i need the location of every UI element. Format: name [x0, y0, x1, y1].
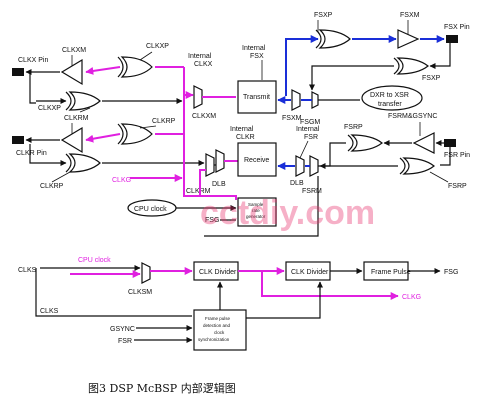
dlb-mux-left [205, 153, 215, 177]
fp-det-label-2: detection and [203, 323, 231, 328]
clkrm-mux-label: CLKRM [186, 188, 211, 195]
fsg-top-label: FSG [205, 217, 219, 224]
clkxp-top-label: CLKXP [146, 43, 169, 50]
clkrp-xor-gate-bottom [65, 153, 101, 173]
sample-label-3: generator [246, 214, 266, 219]
clks-bottom-label: CLKS [40, 308, 59, 315]
watermark: cctdiy.com [200, 194, 375, 232]
internal-fsx-label-1: Internal [242, 45, 266, 52]
clk-divider-2-label: CLK Divider [291, 269, 329, 276]
fsg-bottom-label: FSG [444, 269, 458, 276]
clkxm-mux-label: CLKXM [192, 113, 216, 120]
fsrm-mux [309, 155, 319, 177]
clkg-top-label: CLKG [112, 177, 131, 184]
fsxp-right-label: FSXP [422, 75, 441, 82]
fsxm-top-label: FSXM [400, 12, 420, 19]
clkr-pin [12, 136, 24, 144]
clkxp-xor-gate-top [117, 56, 153, 78]
receive-label: Receive [244, 157, 269, 164]
internal-fsr-label-1: Internal [296, 126, 320, 133]
internal-clkr-label-2: CLKR [236, 134, 255, 141]
clkrm-mux [215, 149, 225, 173]
gsync-label: GSYNC [110, 326, 135, 333]
fsxp-xor-gate-top [315, 29, 351, 49]
clkx-pin [12, 68, 24, 76]
fsrm-gsync-label: FSRM&GSYNC [388, 113, 437, 120]
clkxm-mux [193, 85, 203, 109]
clksm-mux [141, 262, 151, 284]
dlb-mux-right [295, 155, 305, 177]
internal-clkr-label-1: Internal [230, 126, 254, 133]
dxr-label-2: transfer [378, 101, 402, 108]
dlb-right-label: DLB [290, 180, 304, 187]
clkx-pin-label: CLKX Pin [18, 57, 48, 64]
fsrp-top-label: FSRP [344, 124, 363, 131]
sample-label-2: rate [252, 208, 260, 213]
cpu-clock-bottom-label: CPU clock [78, 257, 111, 264]
fsr-buffer [412, 132, 435, 154]
dxr-label-1: DXR to XSR [370, 92, 409, 99]
clksm-label: CLKSM [128, 289, 152, 296]
internal-fsr-label-2: FSR [304, 134, 318, 141]
internal-fsx-label-2: FSX [250, 53, 264, 60]
fsgm-label: FSGM [300, 119, 320, 126]
clkrp-top-label: CLKRP [152, 118, 176, 125]
sample-label-1: Sample [248, 202, 264, 207]
dlb-left-label: DLB [212, 181, 226, 188]
figure-caption: 图3 DSP McBSP 内部逻辑图 [88, 381, 236, 395]
clkr-pin-label: CLKR Pin [16, 150, 47, 157]
frame-pulse-detection-block [193, 309, 247, 351]
fsrm-label: FSRM [302, 188, 322, 195]
fsr-pin [444, 139, 456, 147]
fsrp-xor-gate-bottom [399, 157, 435, 175]
clkrp-bottom-label: CLKRP [40, 183, 64, 190]
clkxm-label: CLKXM [62, 47, 86, 54]
fsxp-top-label: FSXP [314, 12, 333, 19]
clks-top-label: CLKS [18, 267, 37, 274]
fsr-bottom-label: FSR [118, 338, 132, 345]
fp-det-label-4: synchronization [198, 337, 230, 342]
fsrp-xor-gate-top [347, 134, 383, 152]
clkrm-label: CLKRM [64, 115, 89, 122]
transmit-block [237, 80, 277, 114]
fsx-pin [446, 35, 458, 43]
transmit-label: Transmit [243, 94, 270, 101]
fsx-buffer [397, 29, 420, 49]
cpu-clock-top-label: CPU clock [134, 206, 167, 213]
clkrp-xor-gate-top [117, 123, 153, 145]
sample-rate-generator-block [237, 197, 277, 227]
fp-det-label-1: Frame pulse [205, 316, 231, 321]
fsrp-bottom-label: FSRP [448, 183, 467, 190]
clk-divider-1-label: CLK Divider [199, 269, 237, 276]
clkxp-xor-gate-mid [65, 91, 101, 111]
fsx-pin-label: FSX Pin [444, 24, 470, 31]
internal-clkx-label-1: Internal [188, 53, 212, 60]
fsgm-mux [311, 91, 319, 109]
receive-block [237, 142, 277, 177]
fp-det-label-3: clock [214, 330, 225, 335]
clkg-bottom-label: CLKG [402, 294, 421, 301]
internal-clkx-label-2: CLKX [194, 61, 213, 68]
fsxp-xor-gate-right [393, 57, 429, 75]
fsxm-mux [291, 89, 301, 111]
frame-pulse-label: Frame Pulse [371, 269, 411, 276]
fsxm-mux-label: FSXM [282, 115, 302, 122]
dxr-xsr-transfer-bubble [361, 85, 423, 111]
fsr-pin-label: FSR Pin [444, 152, 470, 159]
clkxp-mid-label: CLKXP [38, 105, 61, 112]
